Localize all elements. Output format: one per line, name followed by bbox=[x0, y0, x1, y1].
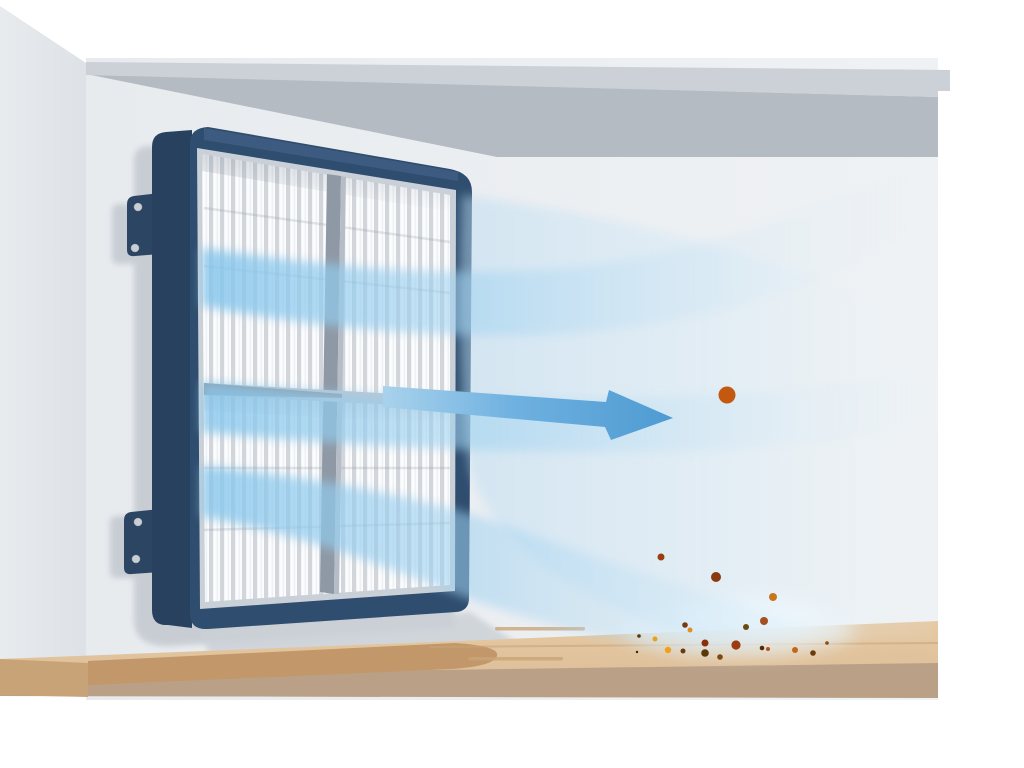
dust-particle bbox=[657, 553, 665, 561]
dust-particle bbox=[766, 647, 770, 651]
screw-hole bbox=[130, 243, 140, 253]
dust-particle bbox=[769, 593, 777, 601]
screw-holes bbox=[130, 202, 143, 564]
ceiling-plane bbox=[86, 74, 938, 157]
dust-particle bbox=[701, 649, 709, 657]
airflow bbox=[202, 166, 935, 656]
frame-side-face bbox=[152, 130, 192, 628]
dust-particle bbox=[701, 639, 709, 647]
dust-particle bbox=[759, 645, 765, 651]
baseboard-left bbox=[0, 659, 88, 697]
dust-particle bbox=[717, 654, 723, 660]
floor-front-band bbox=[0, 663, 938, 698]
floor-plank-dash bbox=[468, 657, 563, 661]
dust-particle bbox=[825, 641, 829, 645]
media-top-shade bbox=[202, 154, 450, 212]
dust-particle bbox=[637, 634, 641, 638]
airflow-band-bottom bbox=[202, 466, 862, 656]
frame-top-face bbox=[204, 128, 458, 181]
airflow-direction-arrow bbox=[383, 386, 673, 440]
dust-particle bbox=[682, 622, 688, 628]
dust-particle bbox=[687, 627, 693, 633]
ceiling-fascia bbox=[86, 62, 950, 97]
dust-particle bbox=[635, 650, 639, 654]
dust-particle bbox=[760, 617, 768, 625]
dust-particle bbox=[664, 646, 672, 654]
airflow-band-top bbox=[202, 166, 934, 336]
dust-particle bbox=[711, 572, 721, 582]
dust-particle bbox=[810, 650, 816, 656]
dust-particles bbox=[635, 386, 829, 660]
screw-hole bbox=[133, 202, 143, 212]
floor-plank-dash bbox=[495, 627, 585, 631]
screw-hole bbox=[133, 517, 143, 527]
dust-particle bbox=[731, 640, 741, 650]
filter-floor-shadow bbox=[88, 643, 498, 685]
screw-hole bbox=[131, 554, 141, 564]
dust-particle bbox=[652, 636, 658, 642]
dust-particle bbox=[718, 386, 736, 404]
dust-particle bbox=[680, 648, 686, 654]
dust-particle bbox=[743, 624, 749, 630]
dust-particle bbox=[792, 647, 798, 653]
left-wall bbox=[0, 6, 86, 662]
